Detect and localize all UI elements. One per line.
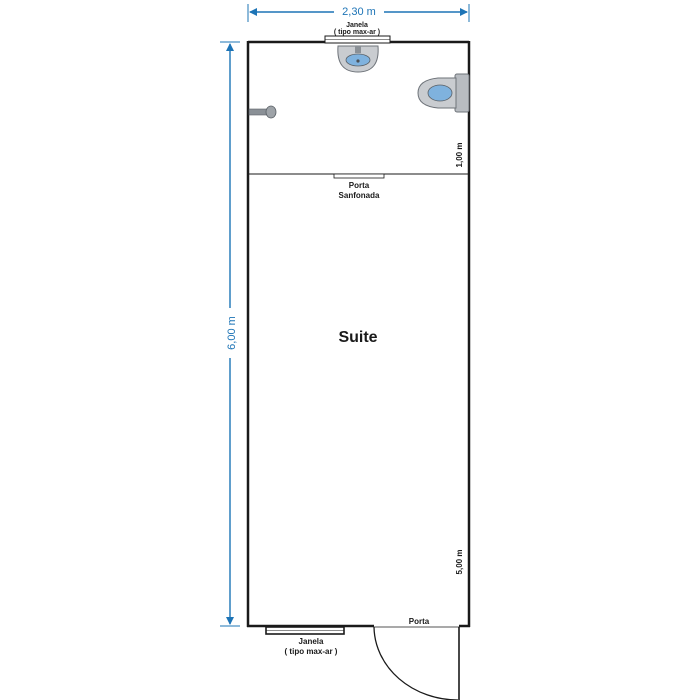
bottom-window-label-2: ( tipo max-ar ) <box>285 647 338 656</box>
bottom-window-label-1: Janela <box>299 637 324 646</box>
folding-door-label-1: Porta <box>349 181 370 190</box>
folding-door: Porta Sanfonada <box>333 173 385 200</box>
room-name: Suite <box>338 329 377 346</box>
top-window-label-1: Janela <box>346 22 368 29</box>
top-window-label-2: ( tipo max-ar ) <box>334 29 380 36</box>
width-dimension: 2,30 m <box>247 4 470 22</box>
top-window: Janela ( tipo max-ar ) <box>324 22 391 44</box>
suite-depth-label: 5,00 m <box>455 550 464 575</box>
shower-head-icon <box>248 105 277 119</box>
sink-icon <box>337 45 379 73</box>
height-dimension: 6,00 m <box>220 41 240 627</box>
width-dimension-label: 2,30 m <box>342 6 376 18</box>
height-dimension-label: 6,00 m <box>226 316 238 350</box>
bathroom-depth-label: 1,00 m <box>455 143 464 168</box>
entrance-door: Porta <box>373 617 460 700</box>
toilet-icon <box>417 73 470 113</box>
entrance-door-label: Porta <box>409 617 430 626</box>
folding-door-label-2: Sanfonada <box>339 191 380 200</box>
bottom-window: Janela ( tipo max-ar ) <box>265 626 345 656</box>
